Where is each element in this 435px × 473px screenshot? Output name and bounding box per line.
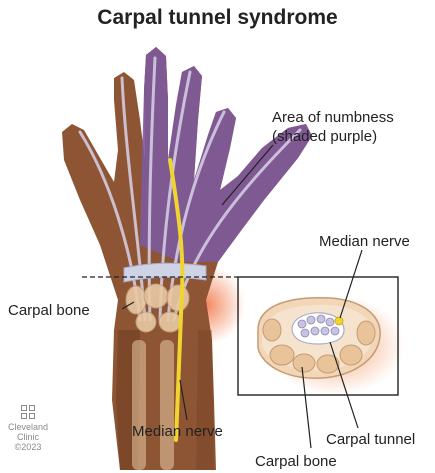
logo-line-3: ©2023 bbox=[6, 442, 50, 452]
logo-line-1: Cleveland bbox=[6, 422, 50, 432]
forearm-shade-right bbox=[196, 330, 214, 470]
cleveland-clinic-logo: Cleveland Clinic ©2023 bbox=[6, 405, 50, 452]
numbness-label: Area of numbness (shaded purple) bbox=[272, 108, 432, 146]
inset-median-nerve bbox=[335, 317, 343, 325]
cleveland-clinic-mark-icon bbox=[21, 405, 35, 419]
carpal-tunnel-label: Carpal tunnel bbox=[326, 430, 415, 449]
carpal-bone-bottom-label: Carpal bone bbox=[255, 452, 337, 471]
median-nerve-inset-label: Median nerve bbox=[319, 232, 410, 251]
median-nerve-bottom-label: Median nerve bbox=[132, 422, 223, 441]
logo-line-2: Clinic bbox=[6, 432, 50, 442]
carpal-bone-left-label: Carpal bone bbox=[8, 301, 90, 320]
